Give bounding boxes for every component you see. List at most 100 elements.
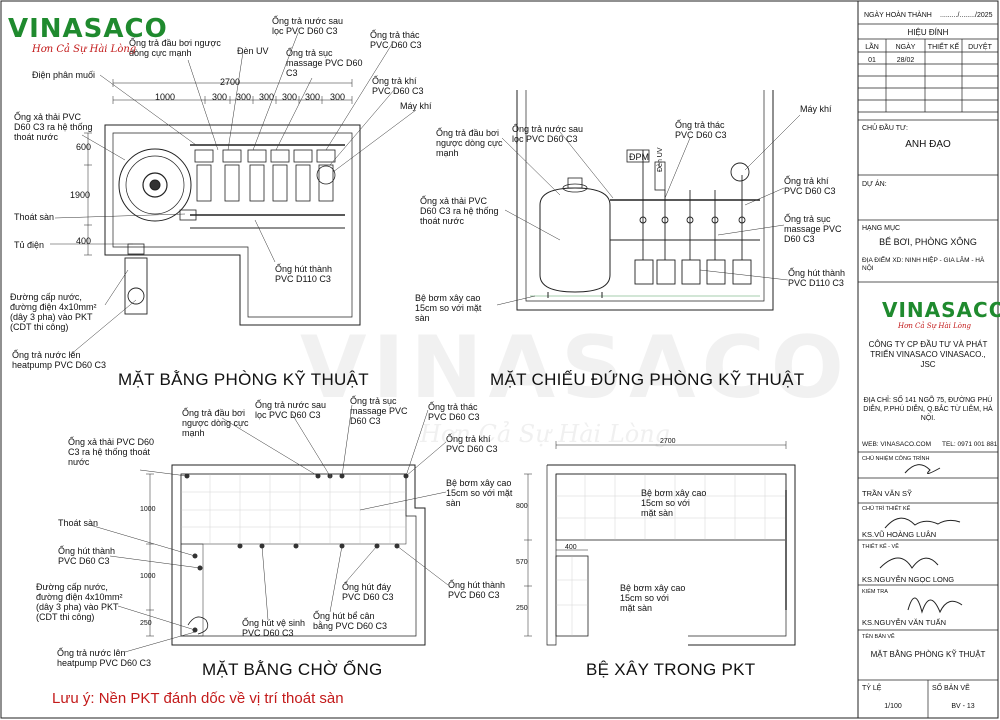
scale-value: 1/100 [884,703,902,710]
role-1-name: TRẦN VĂN SỸ [862,489,913,498]
plan-label-floor-drain: Thoát sàn [14,212,55,222]
role-4-name: KS.NGUYỄN VĂN TUẤN [862,618,947,627]
category-value: BỂ BƠI, PHÒNG XÔNG [879,237,977,247]
watermark-text: VINASACO [300,318,850,418]
company-web: WEB: VINASACO.COM [862,441,931,448]
watermark-slogan: Hơn Cả Sự Hài Lòng [420,420,671,448]
elev-label-after-filter: Ống trả nước sau lọc PVC D60 C3 [512,124,583,144]
rough-label-supply: Đường cấp nước, đường điện 4x10mm² (dây … [36,582,123,622]
sheet-label: SỐ BẢN VẼ [932,685,970,692]
rough-in-title: MẶT BẰNG CHỜ ỐNG [202,660,383,679]
elev-label-drain-out: Ống xả thải PVC D60 C3 ra hệ thống thoát… [420,196,499,226]
base-label-small: Bệ bơm xây cao 15cm so với mặt sàn [620,583,686,613]
scale-label: TỶ LỆ [862,685,882,692]
elev-label-suction: Ống hút thành PVC D110 C3 [788,268,846,288]
rough-label-suction-cleaner: Ống hút vệ sinh PVC D60 C3 [242,618,306,638]
base-dim-570: 570 [516,559,528,566]
brand-logo-text: VINASACO [8,14,168,44]
plan-label-waterfall: Ống trả thác PVC D60 C3 [370,30,422,50]
elev-label-air-return: Ống trả khí PVC D60 C3 [784,176,836,196]
rough-label-suction-wall: Ống hút thành PVC D60 C3 [58,546,116,566]
elev-label-dpm: ĐPM [629,152,649,162]
plan-label-air-return: Ống trả khí PVC D60 C3 [372,76,424,96]
plan-label-heatpump: Ống trả nước lên heatpump PVC D60 C3 [12,350,107,370]
rev-header-times: LẦN [865,44,879,51]
plan-label-salt: Điện phân muối [32,70,96,80]
done-date-label: NGÀY HOÀN THÀNH [864,12,932,19]
role-1-label: CHỦ NHIỆM CÔNG TRÌNH [862,456,930,462]
title-block-logo-text: VINASACO [882,298,1000,322]
plan-label-uv: Đèn UV [237,46,269,56]
title-block-frame [857,1,998,718]
owner-label: CHỦ ĐẦU TƯ: [862,125,908,132]
base-view [524,441,796,646]
rough-label-heatpump: Ống trả nước lên heatpump PVC D60 C3 [57,648,152,668]
plan-label-backwash: Ống trả đầu bơi ngược dòng cực mạnh [129,38,221,58]
company-name: CÔNG TY CP ĐẦU TƯ VÀ PHÁT TRIỂN VINASACO… [868,340,988,369]
role-3-name: KS.NGUYỄN NGỌC LONG [862,575,955,584]
company-tel: TEL: 0971 001 881 [942,441,998,448]
plan-dim-300e: 300 [305,92,321,102]
slope-note: Lưu ý: Nền PKT đánh dốc về vị trí thoát … [52,690,344,707]
done-date-value: ........./......../2025 [940,12,993,19]
rough-label-waterfall: Ống trả thác PVC D60 C3 [428,402,480,422]
rough-label-floor-drain: Thoát sàn [58,518,99,528]
elev-label-backwash: Ống trả đầu bơi ngược dòng cực mạnh [436,128,503,158]
rev-header-design: THIẾT KẾ [927,44,960,51]
plan-dim-1000: 1000 [155,92,176,102]
rough-label-backwash: Ống trả đầu bơi ngược dòng cực mạnh [182,408,249,438]
role-3-label: THIẾT KẾ - VẼ [862,544,899,550]
rough-label-suction-balance: Ống hút bể cân bằng PVC D60 C3 [313,611,388,631]
rough-label-suction-bottom: Ống hút đáy PVC D60 C3 [342,582,394,602]
rough-label-massage: Ống trả sục massage PVC D60 C3 [350,396,408,426]
base-dim-250: 250 [516,605,528,612]
role-2-name: KS.VŨ HOÀNG LUÂN [862,530,937,539]
role-2-label: CHỦ TRÌ THIẾT KẾ [862,506,911,512]
rough-label-air-return: Ống trả khí PVC D60 C3 [446,434,498,454]
plan-title: MẶT BẰNG PHÒNG KỸ THUẬT [118,370,369,389]
base-dim-800: 800 [516,503,528,510]
base-title: BỆ XÂY TRONG PKT [586,660,756,679]
location: ĐỊA ĐIỂM XD: NINH HIỆP - GIA LÂM - HÀ NỘ… [862,257,985,272]
company-address: ĐỊA CHỈ: SỐ 141 NGÕ 75, ĐƯỜNG PHÚ DIỄN, … [863,397,993,422]
rough-label-base: Bệ bơm xây cao 15cm so với mặt sàn [446,478,513,508]
title-block-slogan: Hơn Cả Sự Hài Lòng [898,322,971,330]
rough-dim-1000a: 1000 [140,506,156,513]
base-dim-400: 400 [565,544,577,551]
elev-label-massage: Ống trả sục massage PVC D60 C3 [784,214,842,244]
role-4-label: KIỂM TRA [862,589,888,595]
elev-label-base: Bệ bơm xây cao 15cm so với mặt sàn [415,293,482,323]
owner-name: ANH ĐẠO [905,139,951,150]
rev-row-times: 01 [868,57,876,64]
elev-label-waterfall: Ống trả thác PVC D60 C3 [675,120,727,140]
rev-header-approve: DUYỆT [968,44,992,51]
base-dim-2700: 2700 [660,438,676,445]
drawing-name: MẶT BẰNG PHÒNG KỸ THUẬT [870,650,986,659]
plan-label-panel: Tủ điện [14,240,45,250]
rough-label-suction-wall2: Ống hút thành PVC D60 C3 [448,580,506,600]
plan-label-blower: Máy khí [400,101,432,111]
project-label: DỰ ÁN: [862,181,887,188]
elevation-title: MẶT CHIẾU ĐỨNG PHÒNG KỸ THUẬT [490,370,805,389]
plan-dim-300c: 300 [259,92,275,102]
plan-view [50,32,417,356]
title-block-logo: VINASACO Hơn Cả Sự Hài Lòng [882,298,1000,330]
plan-dim-300f: 300 [330,92,346,102]
plan-label-after-filter: Ống trả nước sau lọc PVC D60 C3 [272,16,343,36]
plan-dim-1900: 1900 [70,190,91,200]
plan-label-drain-out: Ống xả thải PVC D60 C3 ra hệ thống thoát… [14,112,93,142]
elev-label-uv: Đèn UV [657,147,664,172]
plan-label-supply: Đường cấp nước, đường điện 4x10mm² (dây … [10,292,97,332]
brand-logo: VINASACO Hơn Cả Sự Hài Lòng [8,14,168,55]
plan-dim-300d: 300 [282,92,298,102]
elev-label-blower: Máy khí [800,104,832,114]
brand-slogan: Hơn Cả Sự Hài Lòng [32,44,137,55]
rough-dim-1000b: 1000 [140,573,156,580]
rough-label-after-filter: Ống trả nước sau lọc PVC D60 C3 [255,400,326,420]
elevation-view [496,90,801,311]
plan-dim-total: 2700 [220,77,241,87]
rough-in-view [89,404,449,653]
revision-label: HIỆU ĐÍNH [907,28,949,37]
